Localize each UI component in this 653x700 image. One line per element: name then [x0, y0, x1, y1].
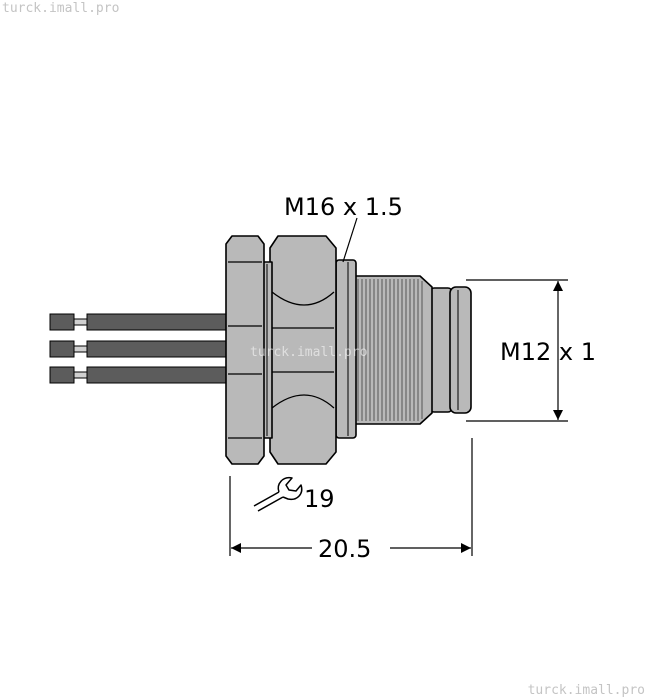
- watermark-bottom: turck.imall.pro: [527, 683, 645, 698]
- m12-dimension: [466, 279, 568, 422]
- connector-body: [225, 235, 472, 465]
- wrench-size-label: 19: [304, 485, 335, 513]
- watermark-top: turck.imall.pro: [2, 1, 120, 16]
- flange: [225, 235, 265, 465]
- watermark-center: turck.imall.pro: [250, 345, 367, 360]
- length-dimension: [229, 438, 473, 556]
- wire-lead-2: [49, 340, 229, 358]
- m16-thread-label: M16 x 1.5: [284, 193, 403, 221]
- wire-lead-1: [49, 313, 229, 331]
- wire-lead-3: [49, 366, 229, 384]
- wire-leads: [49, 313, 229, 384]
- wrench-icon: [253, 476, 303, 512]
- length-label: 20.5: [318, 535, 371, 563]
- m12-thread-label: M12 x 1: [500, 338, 596, 366]
- connector-tip: [429, 286, 472, 414]
- thread-body: [353, 275, 433, 425]
- m16-leader-line: [342, 217, 358, 263]
